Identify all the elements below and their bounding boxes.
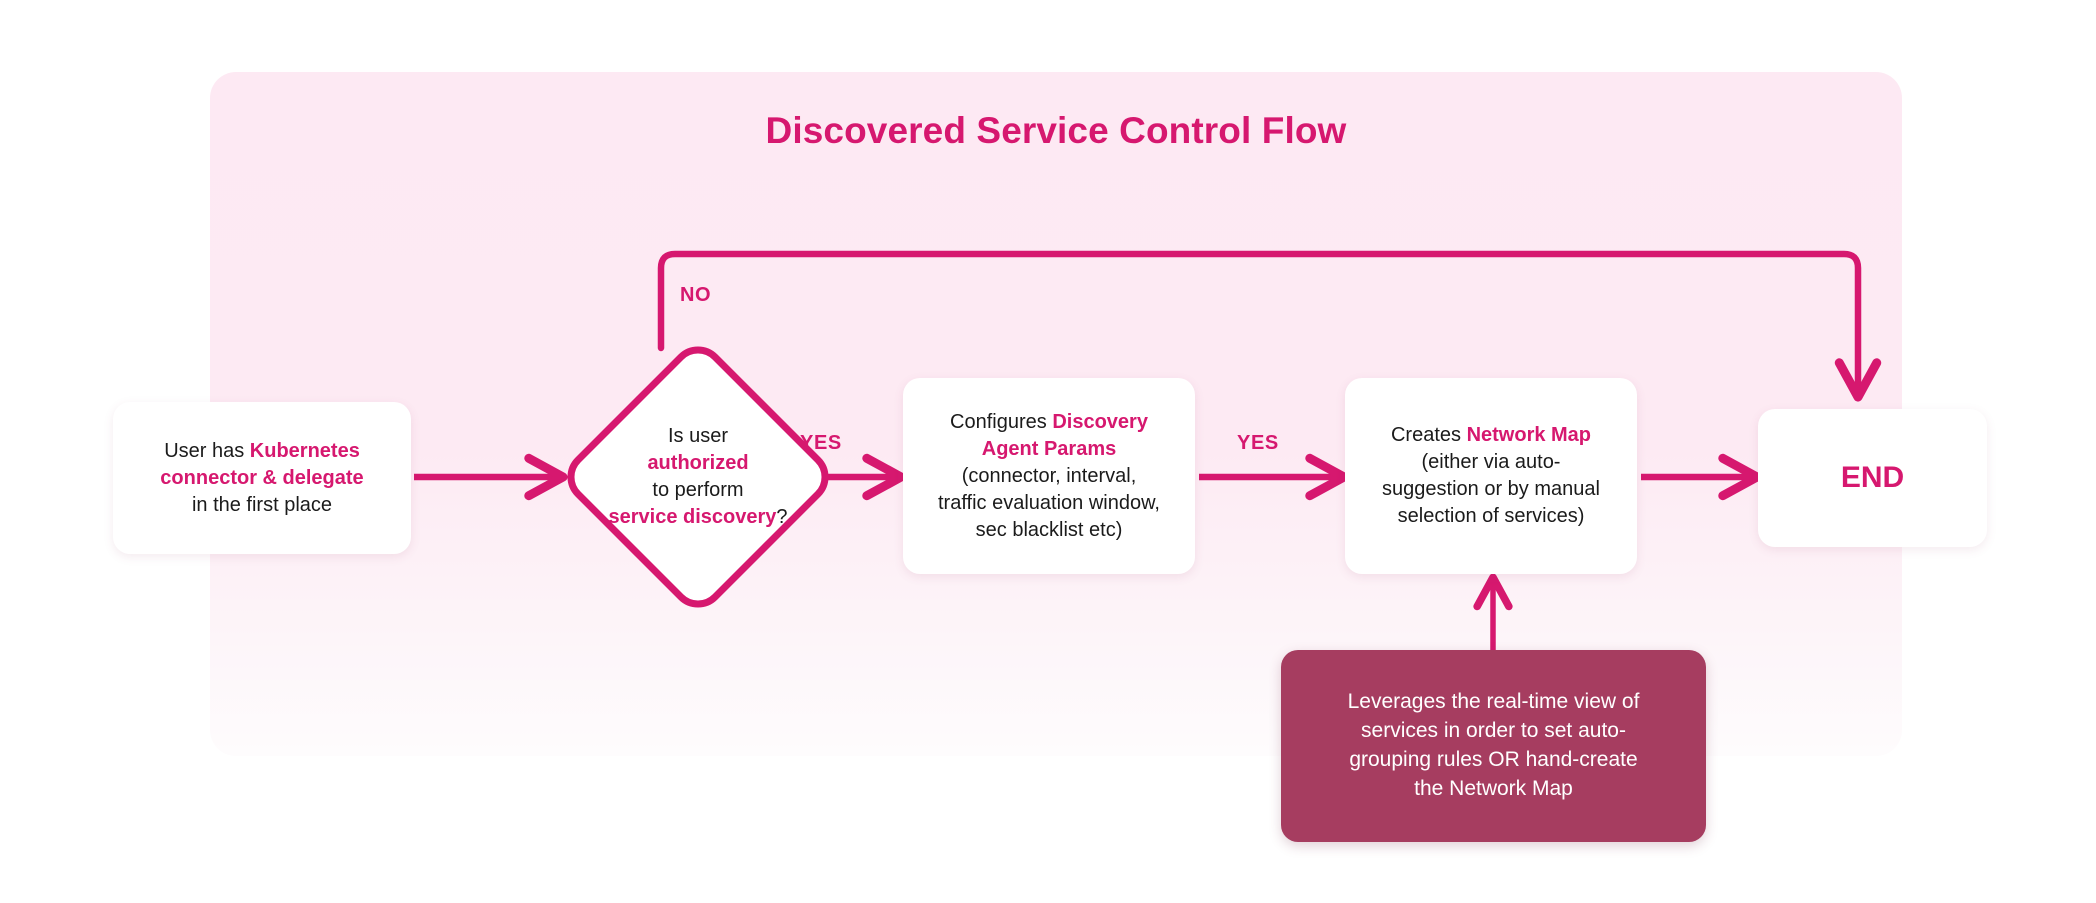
node-start[interactable]: User has Kubernetes connector & delegate… [113, 402, 411, 554]
node-end-label: END [1840, 460, 1905, 494]
node-params-line-3: (connector, interval, [961, 464, 1137, 487]
node-decision-text-qmark: ? [776, 506, 788, 528]
node-decision-text: Is user authorized to perform service di… [588, 423, 808, 531]
node-end[interactable]: END [1758, 409, 1987, 547]
page-title: Discovered Service Control Flow [765, 110, 1347, 151]
diamond-shape [567, 346, 829, 608]
node-creates-network-map[interactable]: Creates Network Map (either via auto- su… [1345, 378, 1637, 574]
node-decision-line-1: Is user [667, 425, 729, 447]
node-netmap-line-4: selection of services) [1397, 505, 1585, 527]
node-netmap-text-plain: Creates [1390, 424, 1467, 446]
node-start-text-plain: User has [164, 439, 250, 462]
node-note-line-3: grouping rules OR hand-create [1349, 748, 1638, 771]
node-note-line-1: Leverages the real-time view of [1347, 690, 1640, 714]
node-params-line-1: Configures Discovery [919, 409, 1179, 436]
node-decision-text-discovery: service discovery [608, 506, 777, 528]
node-decision-line-3: to perform [652, 479, 744, 501]
node-netmap-text-networkmap: Network Map [1466, 424, 1592, 446]
node-params-line-5: sec blacklist etc) [975, 518, 1123, 541]
node-netmap-line-1: Creates Network Map [1361, 422, 1621, 449]
node-start-line-1: User has Kubernetes [129, 438, 395, 465]
node-note-leverages[interactable]: Leverages the real-time view of services… [1281, 650, 1706, 842]
node-params-text-discovery: Discovery [1052, 410, 1148, 433]
node-start-text-kubernetes: Kubernetes [249, 439, 360, 462]
edge-label-yes-params: YES [1237, 432, 1279, 454]
node-params-line-4: traffic evaluation window, [938, 491, 1160, 514]
node-decision-line-2: authorized [647, 452, 749, 474]
node-decision-line-4: service discovery? [588, 504, 808, 531]
node-start-line-2: connector & delegate [160, 466, 364, 489]
node-decision-authorized[interactable]: Is user authorized to perform service di… [558, 337, 838, 617]
node-note-line-4: the Network Map [1414, 776, 1573, 800]
node-params-line-2: Agent Params [981, 437, 1117, 460]
node-note-line-2: services in order to set auto- [1361, 719, 1626, 743]
edge-label-no: NO [680, 284, 712, 306]
node-start-line-3: in the first place [191, 493, 333, 516]
node-discovery-agent-params[interactable]: Configures Discovery Agent Params (conne… [903, 378, 1195, 574]
node-params-text-plain: Configures [950, 410, 1053, 433]
node-netmap-line-2: (either via auto- [1421, 451, 1561, 473]
node-netmap-line-3: suggestion or by manual [1382, 478, 1600, 500]
